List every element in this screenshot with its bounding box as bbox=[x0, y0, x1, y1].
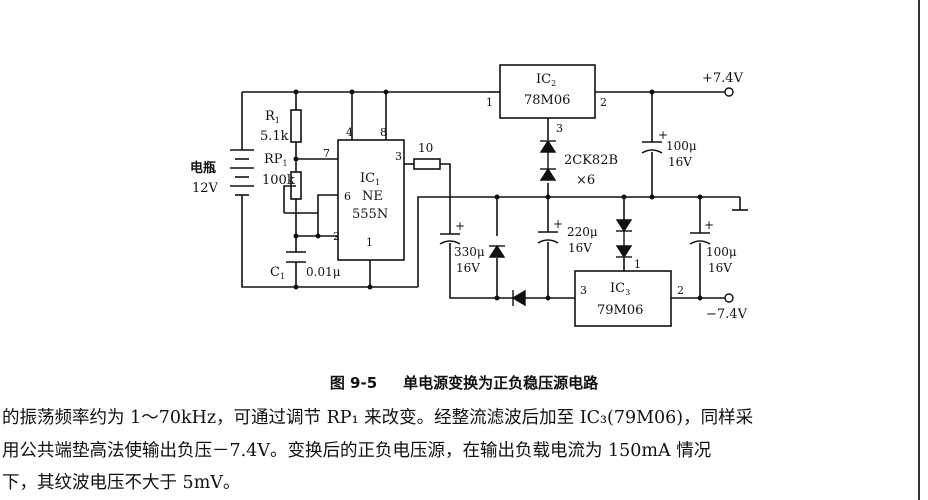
ic1-pin7: 7 bbox=[323, 147, 330, 160]
svg-text:+: + bbox=[658, 128, 668, 142]
resistor-10-value: 10 bbox=[418, 141, 433, 155]
ic1-pin6: 6 bbox=[344, 190, 351, 203]
rp1-label: RP1 bbox=[264, 152, 288, 168]
junction-dots bbox=[293, 89, 703, 301]
ic2-pin2: 2 bbox=[600, 96, 607, 109]
wiring bbox=[241, 91, 748, 299]
ic1-pin4: 4 bbox=[346, 126, 353, 139]
c330-voltage: 16V bbox=[456, 261, 480, 275]
capacitor-100u-bottom bbox=[689, 232, 711, 245]
figure-caption: 图 9-5 单电源变换为正负稳压源电路 bbox=[0, 372, 928, 393]
capacitor-330u bbox=[439, 233, 461, 245]
r1-label: R1 bbox=[265, 109, 280, 125]
c1-value: 0.01μ bbox=[306, 265, 341, 279]
ic1-pin1: 1 bbox=[366, 236, 373, 249]
diode-count: ×6 bbox=[576, 173, 595, 188]
ic3-pin1: 1 bbox=[634, 258, 641, 271]
c100-top-voltage: 16V bbox=[668, 155, 692, 169]
svg-text:+: + bbox=[553, 217, 563, 231]
rp1-value: 100k bbox=[262, 173, 295, 188]
ic1-line3: 555N bbox=[352, 207, 388, 222]
r1-value: 5.1k bbox=[260, 129, 289, 144]
terminal-neg bbox=[724, 293, 734, 303]
svg-text:+: + bbox=[704, 218, 714, 232]
battery-name: 电瓶 bbox=[190, 160, 216, 176]
ic3-part: 79M06 bbox=[597, 303, 643, 318]
ic2-part: 78M06 bbox=[524, 93, 570, 108]
ic2-box bbox=[499, 64, 596, 119]
capacitor-100u-top bbox=[641, 141, 663, 154]
ic2-pin1: 1 bbox=[486, 96, 493, 109]
figure-number: 图 9-5 bbox=[329, 374, 378, 392]
capacitor-220u bbox=[537, 231, 559, 244]
diode-column-ic3 bbox=[615, 219, 633, 259]
potentiometer-rp1 bbox=[290, 171, 302, 200]
paragraph-line-1: 的振荡频率约为 1～70kHz，可通过调节 RP₁ 来改变。经整流滤波后加至 I… bbox=[2, 408, 754, 428]
figure-title: 单电源变换为正负稳压源电路 bbox=[403, 374, 599, 392]
ic1-box bbox=[337, 139, 405, 261]
c220-value: 220μ bbox=[567, 225, 598, 239]
terminal-pos bbox=[724, 87, 734, 97]
ic3-name: IC3 bbox=[610, 281, 630, 297]
resistor-10 bbox=[413, 158, 441, 170]
c100-top-value: 100μ bbox=[666, 139, 697, 153]
page-edge-rule bbox=[918, 0, 920, 500]
ic3-box bbox=[574, 270, 672, 327]
diode-part: 2CK82B bbox=[564, 153, 618, 168]
diode-rect-left bbox=[511, 289, 526, 307]
paragraph-line-3: 下，其纹波电压不大于 5mV。 bbox=[2, 473, 241, 493]
c220-voltage: 16V bbox=[568, 241, 592, 255]
c100-bot-value: 100μ bbox=[706, 245, 737, 259]
diode-rect-up bbox=[488, 244, 506, 258]
ic2-name: IC2 bbox=[536, 72, 556, 88]
ic1-line2: NE bbox=[362, 189, 383, 204]
c100-bot-voltage: 16V bbox=[708, 261, 732, 275]
ic3-pin2: 2 bbox=[677, 284, 684, 297]
svg-text:+: + bbox=[455, 219, 465, 233]
ic3-pin3: 3 bbox=[580, 284, 587, 297]
diode-column-ic2 bbox=[539, 139, 557, 181]
battery-voltage: 12V bbox=[192, 181, 219, 196]
ic1-pin3: 3 bbox=[395, 150, 402, 163]
ic1-pin2: 2 bbox=[333, 230, 340, 243]
ic1-pin8: 8 bbox=[380, 126, 387, 139]
resistor-r1 bbox=[290, 109, 302, 143]
capacitor-c1 bbox=[286, 251, 306, 263]
c1-label: C1 bbox=[270, 265, 285, 281]
out-neg-label: −7.4V bbox=[706, 307, 748, 322]
ic2-pin3: 3 bbox=[556, 122, 563, 135]
ic1-name: IC1 bbox=[360, 171, 380, 187]
out-pos-label: +7.4V bbox=[702, 71, 744, 86]
paragraph-line-2: 用公共端垫高法使输出负压－7.4V。变换后的正负电压源，在输出负载电流为 150… bbox=[2, 441, 712, 461]
c330-value: 330μ bbox=[454, 245, 485, 259]
battery-symbol bbox=[230, 149, 254, 205]
circuit-schematic: 电瓶 12V R1 5.1k RP1 100k C1 0.01μ 7 4 8 3… bbox=[190, 64, 748, 327]
